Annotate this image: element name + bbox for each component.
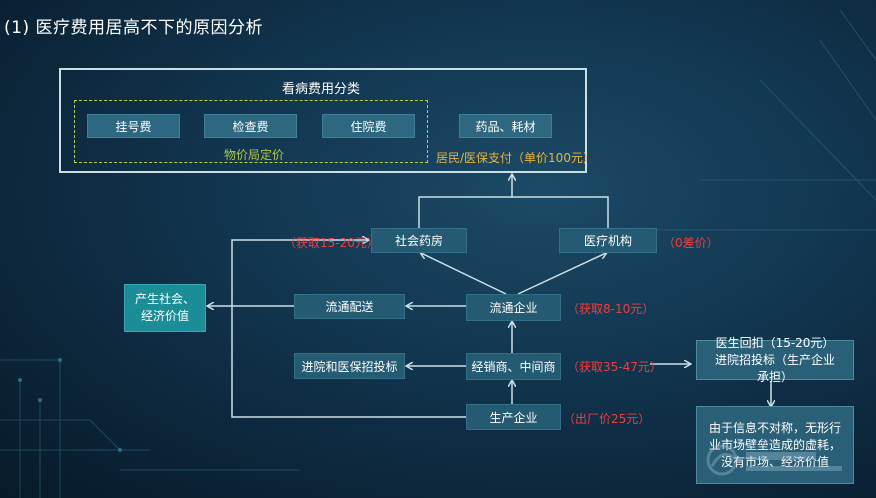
- distribution-node: 流通配送: [294, 294, 405, 319]
- drug-fee-box: 药品、耗材: [459, 114, 552, 138]
- dealer-gain-label: （获取35-47元）: [567, 360, 662, 374]
- circulation-gain-label: （获取8-10元）: [567, 302, 655, 316]
- fixed-price-group: [74, 100, 428, 163]
- circulation-enterprise-node: 流通企业: [466, 294, 561, 321]
- social-pharmacy-node: 社会药房: [371, 228, 467, 253]
- payment-note: 居民/医保支付（单价100元）: [436, 151, 595, 165]
- exam-fee-box: 检查费: [204, 114, 297, 138]
- social-economic-value-node: 产生社会、经济价值: [124, 284, 206, 332]
- category-title: 看病费用分类: [282, 82, 361, 97]
- kickback-note: 医生回扣（15-20元）进院招投标（生产企业承担）: [696, 336, 854, 384]
- registration-fee-box: 挂号费: [87, 114, 180, 138]
- tender-node: 进院和医保招投标: [294, 353, 405, 379]
- producer-node: 生产企业: [466, 404, 561, 430]
- factory-price-label: （出厂价25元）: [563, 412, 651, 426]
- slide-title: (1) 医疗费用居高不下的原因分析: [4, 18, 263, 38]
- information-asymmetry-note: 由于信息不对称，无形行业市场壁垒造成的虚耗，没有市场、经济价值: [696, 406, 854, 484]
- price-bureau-note: 物价局定价: [224, 148, 285, 162]
- category-frame: [59, 68, 587, 173]
- zero-margin-label: （0差价）: [663, 236, 719, 250]
- medical-institution-node: 医疗机构: [559, 228, 657, 253]
- dealer-node: 经销商、中间商: [466, 353, 561, 380]
- pharmacy-gain-label: （获取15-20元）: [284, 236, 379, 250]
- watermark-logo: [706, 444, 842, 476]
- hospital-fee-box: 住院费: [322, 114, 415, 138]
